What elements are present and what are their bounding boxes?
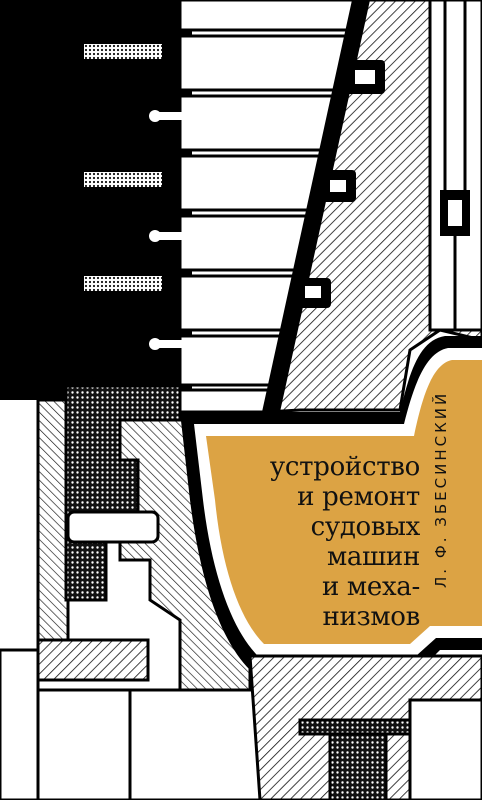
title-line: и меха- [321, 572, 420, 602]
title-line: машин [326, 542, 420, 572]
title-line: судовых [310, 512, 421, 542]
title-line: и ремонт [297, 482, 420, 512]
author-name: Л. Ф. ЗБЕСИНСКИЙ [432, 390, 450, 588]
title-line: устройство [269, 452, 420, 482]
title-line: низмов [322, 602, 420, 632]
book-title: устройство и ремонт судовых машин и меха… [238, 452, 420, 632]
blade-stack [178, 0, 362, 414]
